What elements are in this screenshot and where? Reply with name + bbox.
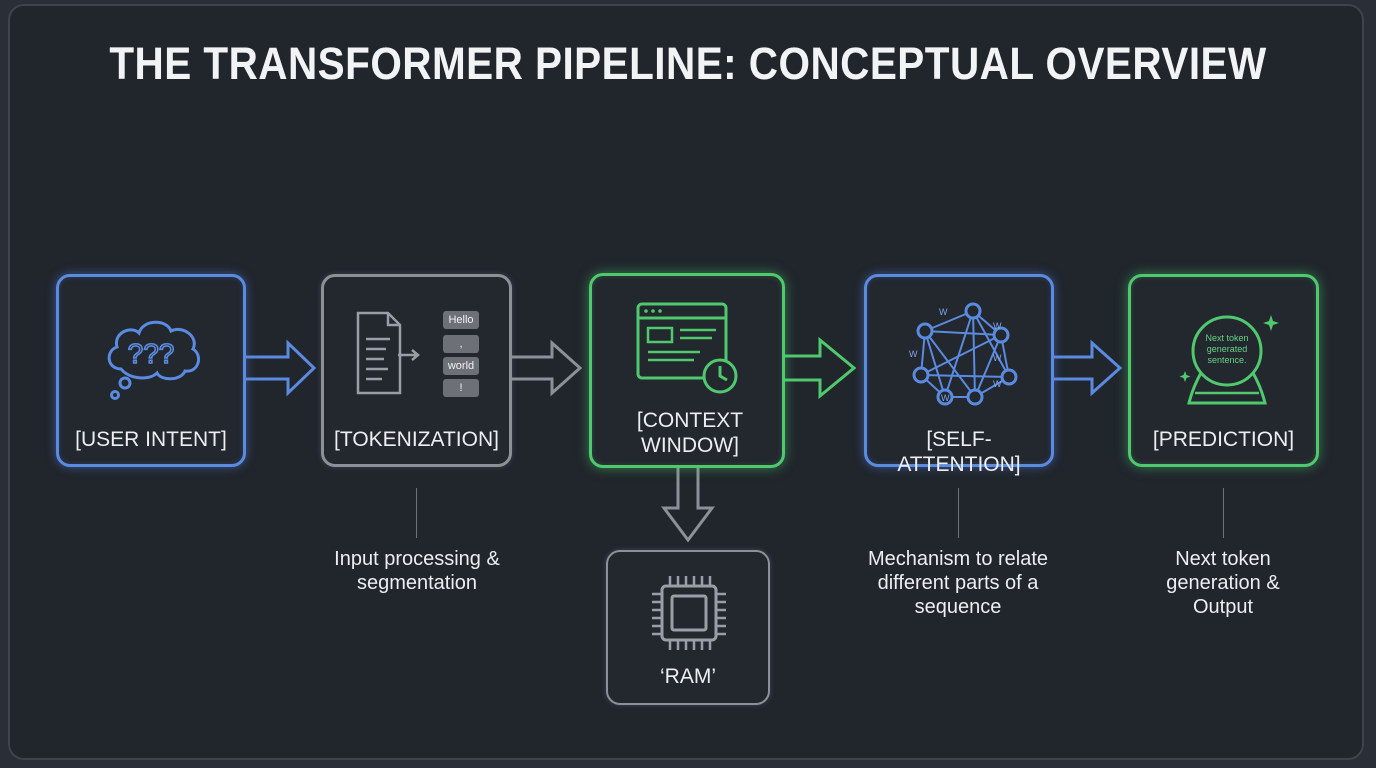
weight-label: W <box>941 393 950 403</box>
token-chip: Hello <box>443 311 479 329</box>
svg-text:???: ??? <box>128 338 175 369</box>
stage-label-text: [CONTEXT WINDOW] <box>636 409 744 457</box>
stage-label: [CONTEXT WINDOW] <box>630 408 750 458</box>
connector-line <box>958 488 959 538</box>
connector-line <box>1223 488 1224 538</box>
stage-label: [PREDICTION] <box>1152 428 1295 451</box>
weight-label: W <box>993 379 1002 389</box>
stage-label: [USER INTENT] <box>75 428 227 451</box>
connector-line <box>416 488 417 538</box>
cpu-chip-icon <box>652 576 726 650</box>
description-tokenization: Input processing & segmentation <box>334 548 500 594</box>
description-prediction: Next token generation & Output <box>1166 548 1280 618</box>
stage-label: [SELF-ATTENTION] <box>897 428 1021 476</box>
token-chip: world <box>443 357 479 375</box>
weight-label: W <box>993 353 1002 363</box>
weight-label: W <box>939 307 948 317</box>
document-tokens-icon <box>356 311 420 395</box>
crystal-ball-icon <box>1179 315 1279 405</box>
stage-prediction: Next token generated sentence. [PREDICTI… <box>1128 274 1319 467</box>
thought-cloud-question-icon: ??? <box>107 320 201 400</box>
network-graph-icon <box>912 302 1018 406</box>
page-title: THE TRANSFORMER PIPELINE: CONCEPTUAL OVE… <box>109 38 1267 89</box>
stage-context-window: [CONTEXT WINDOW] <box>589 273 785 468</box>
browser-window-clock-icon <box>636 302 738 394</box>
crystal-ball-text: Next token generated sentence. <box>1205 333 1249 365</box>
arrow-attention-to-prediction <box>1052 339 1123 397</box>
stage-user-intent: ??? [USER INTENT] <box>56 274 246 467</box>
stage-tokenization: Hello , world ! [TOKENIZATION] <box>321 274 512 467</box>
token-chip: ! <box>443 379 479 397</box>
token-chip: , <box>443 335 479 353</box>
ram-box: ‘RAM’ <box>606 550 770 705</box>
description-self-attention: Mechanism to relate different parts of a… <box>867 548 1049 618</box>
arrow-intent-to-tokenization <box>244 339 317 397</box>
stage-label: [TOKENIZATION] <box>334 428 499 451</box>
arrow-context-to-ram <box>661 466 715 543</box>
stage-self-attention: W W W W W W [SELF-ATTENTION] <box>864 274 1054 476</box>
weight-label: W <box>993 321 1002 331</box>
arrow-context-to-attention <box>782 336 857 400</box>
arrow-tokenization-to-context <box>510 339 583 397</box>
ram-label: ‘RAM’ <box>660 665 716 688</box>
weight-label: W <box>909 349 918 359</box>
